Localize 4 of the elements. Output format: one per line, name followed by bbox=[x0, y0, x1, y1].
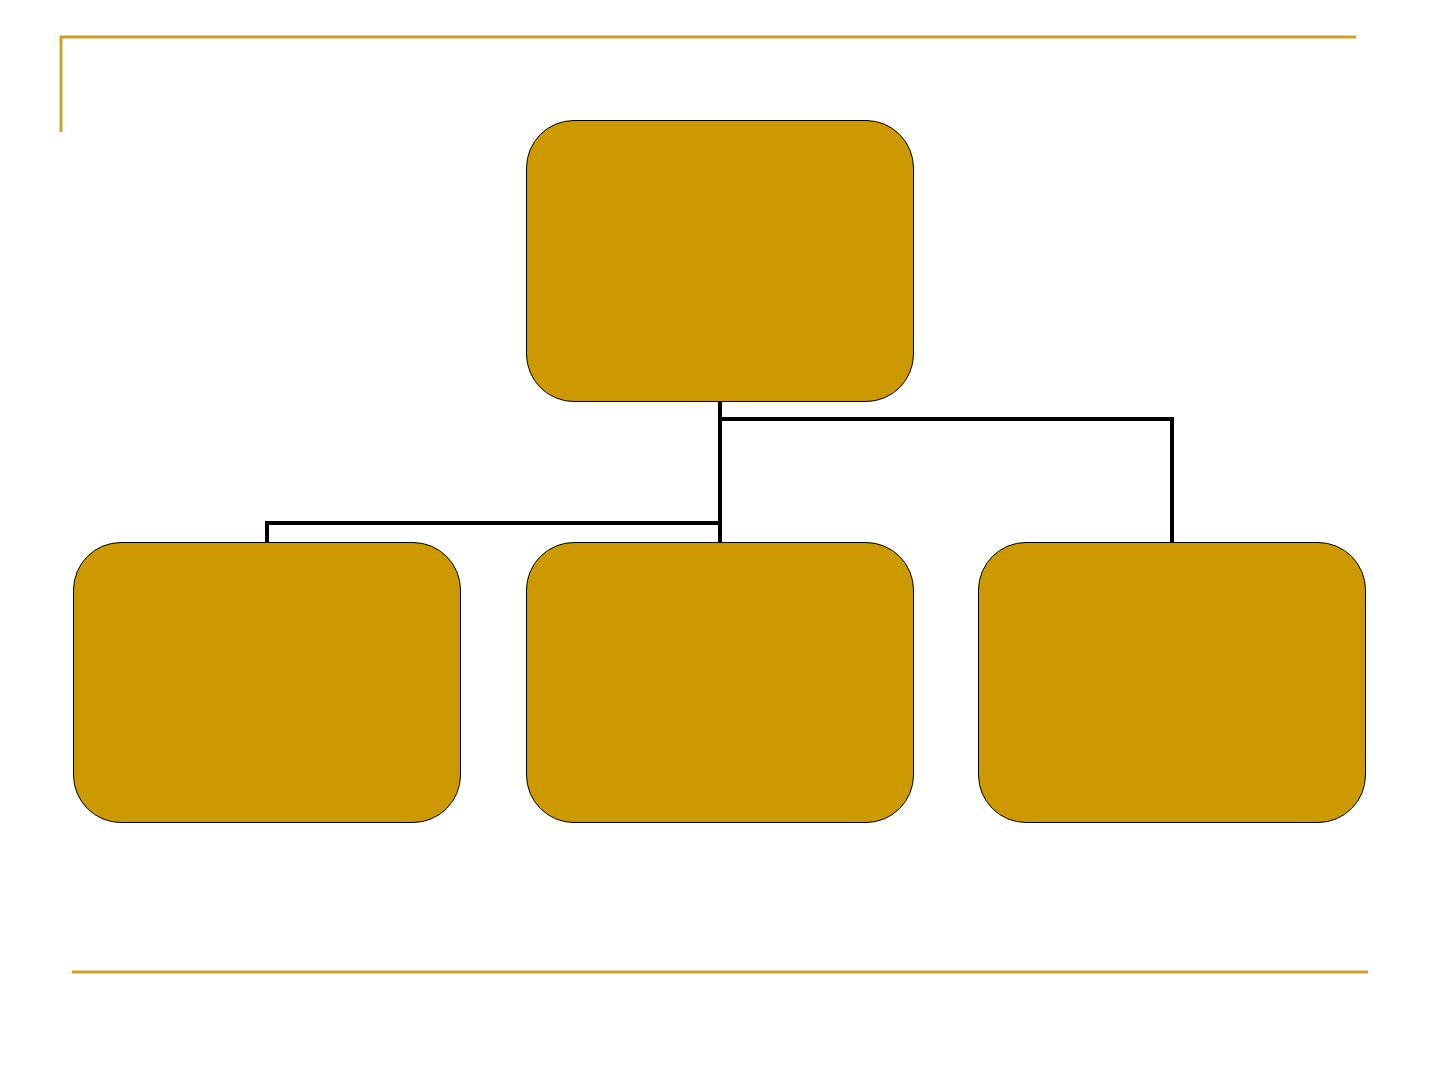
rounded-box bbox=[978, 542, 1366, 823]
rounded-box bbox=[526, 542, 914, 823]
rounded-box bbox=[73, 542, 461, 823]
rounded-box bbox=[526, 120, 914, 402]
